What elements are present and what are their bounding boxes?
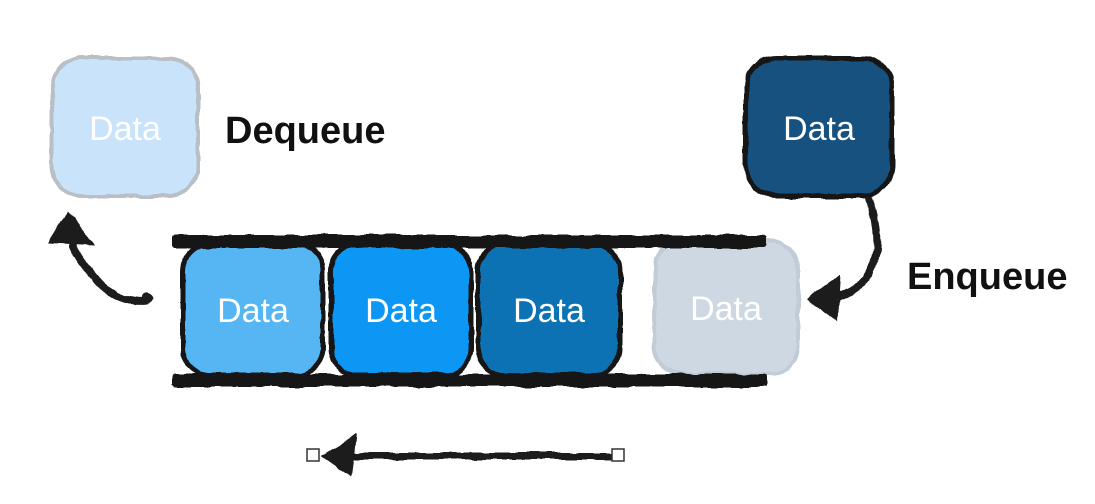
dequeued-item-rect [50,56,200,198]
queue-item-3-label: Data [513,292,585,330]
enqueue-label: Enqueue [907,256,1067,298]
dequeue-arrowhead-icon [48,211,94,245]
incoming-item-rect [743,55,895,199]
dequeue-arrow [48,211,152,306]
queue-item-1-label: Data [217,292,289,330]
queue-rail-bottom [172,374,768,387]
dequeue-arrow-shaft [69,242,152,306]
queue-item-3: Data [475,241,623,378]
queue-item-2: Data [328,241,474,378]
queue-item-1: Data [180,241,326,378]
direction-arrowhead-icon [322,434,357,477]
queue-item-2-label: Data [365,292,437,330]
queue-item-4-faded: Data [653,239,800,376]
queue-item-4-label: Data [690,290,762,328]
queue-rail-top [172,235,766,248]
incoming-item-box: Data [743,55,895,199]
dequeue-label: Dequeue [225,110,385,152]
direction-arrow [306,434,625,477]
dequeued-item-label: Data [89,110,161,148]
enqueue-arrow [806,196,881,322]
enqueue-arrowhead-icon [806,274,841,322]
direction-arrow-handle-right[interactable] [611,448,625,462]
direction-arrow-handle-left[interactable] [306,448,320,462]
dequeued-item-box: Data [50,56,200,198]
enqueue-arrow-shaft [834,196,881,301]
incoming-item-label: Data [783,110,855,148]
